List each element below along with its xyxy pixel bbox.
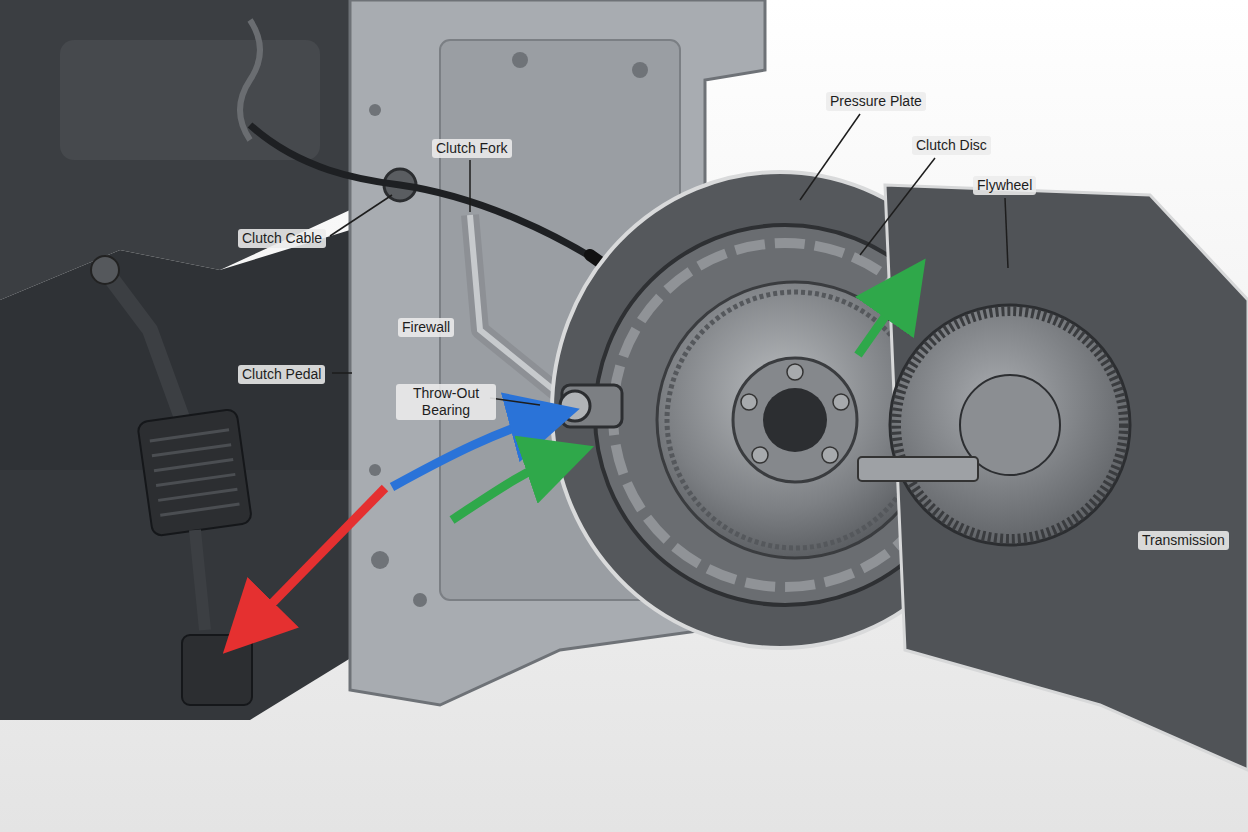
part-label: Clutch Fork [432,139,512,158]
part-label: Clutch Cable [238,229,326,248]
part-label: Clutch Disc [912,136,991,155]
part-label: Pressure Plate [826,92,926,111]
part-label: Firewall [398,318,454,337]
part-label: Throw-Out Bearing [396,384,496,420]
part-label: Clutch Pedal [238,365,325,384]
part-label: Transmission [1138,531,1229,550]
part-label: Flywheel [973,176,1036,195]
